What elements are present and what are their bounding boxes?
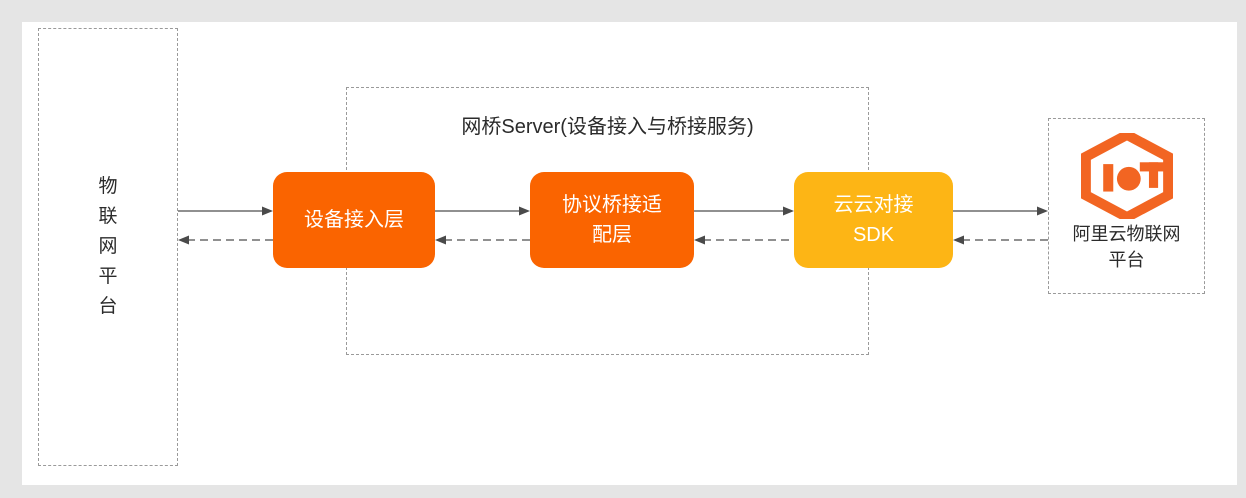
node-device-access-layer-text: 设备接入层 <box>304 205 404 235</box>
node-device-access-layer-line-0: 设备接入层 <box>304 209 404 231</box>
node-cloud-sdk-line-1: SDK <box>852 224 895 246</box>
node-device-access-layer[interactable]: 设备接入层 <box>273 172 435 268</box>
aliyun-iot-platform-label: 阿里云物联网 平台 <box>1073 221 1181 273</box>
aliyun-iot-platform-box: 阿里云物联网 平台 <box>1048 118 1205 294</box>
aliyun-label-line-0: 阿里云物联网 <box>1072 224 1181 244</box>
diagram-canvas: 物 联 网 平 台 网桥Server(设备接入与桥接服务) 阿 <box>22 22 1237 485</box>
node-cloud-to-cloud-sdk-text: 云云对接 SDK <box>834 190 914 250</box>
left-platform-char-1: 联 <box>98 206 118 227</box>
left-platform-char-2: 网 <box>98 236 118 257</box>
left-iot-platform-box: 物 联 网 平 台 <box>38 28 178 466</box>
node-protocol-bridge-adapter-layer[interactable]: 协议桥接适 配层 <box>530 172 694 268</box>
node-cloud-to-cloud-sdk[interactable]: 云云对接 SDK <box>794 172 953 268</box>
node-protocol-bridge-line-1: 配层 <box>592 224 632 246</box>
bridge-server-title: 网桥Server(设备接入与桥接服务) <box>461 116 754 138</box>
aliyun-label-line-1: 平台 <box>1108 250 1145 270</box>
connector-platform-to-access <box>178 200 273 222</box>
node-cloud-sdk-line-0: 云云对接 <box>833 194 914 216</box>
node-protocol-bridge-line-0: 协议桥接适 <box>562 194 662 216</box>
connector-aliyun-to-sdk <box>953 229 1048 251</box>
left-platform-char-0: 物 <box>98 176 118 197</box>
connector-sdk-to-bridge <box>694 229 794 251</box>
node-protocol-bridge-adapter-layer-text: 协议桥接适 配层 <box>562 190 662 250</box>
connector-bridge-to-sdk <box>694 200 794 222</box>
left-platform-char-4: 台 <box>98 296 118 317</box>
left-iot-platform-label: 物 联 网 平 台 <box>39 172 177 322</box>
connector-access-to-bridge <box>435 200 530 222</box>
left-platform-char-3: 平 <box>98 266 118 287</box>
iot-hexagon-logo-icon <box>1080 129 1173 223</box>
connector-bridge-to-access <box>435 229 530 251</box>
connector-access-to-platform <box>178 229 273 251</box>
connector-sdk-to-aliyun <box>953 200 1048 222</box>
